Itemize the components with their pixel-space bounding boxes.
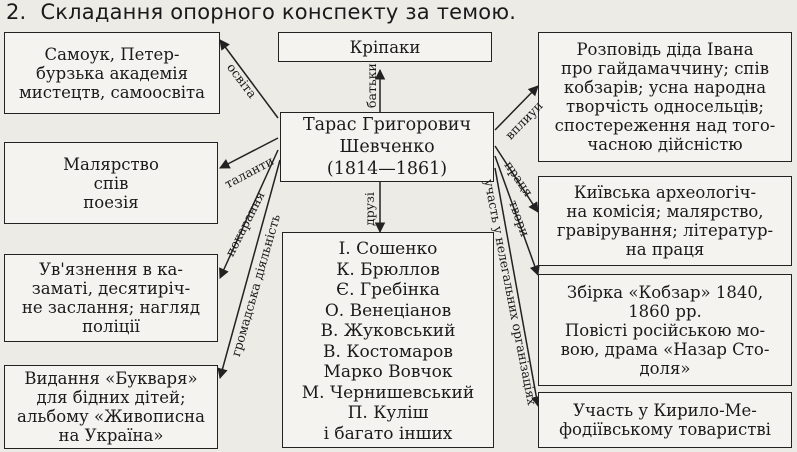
box-line: фодіївському товаристві — [559, 420, 771, 439]
box-line: мистецтв, самоосвіта — [18, 82, 206, 102]
box-line: О. Венеціанов — [324, 300, 452, 321]
arrow-uchast — [494, 167, 542, 408]
heading-number: 2. — [6, 0, 27, 24]
box-line: поезія — [83, 192, 139, 212]
arrow-pratsia — [494, 145, 539, 213]
box-line: Збірка «Кобзар» 1840, — [566, 282, 764, 302]
box-line: заматі, десятиріч- — [31, 279, 191, 298]
box-line: Шевченко — [339, 137, 435, 157]
box-line: і багато інших — [323, 423, 453, 444]
box-line: спостереження над того- — [554, 116, 776, 135]
heading-title: Складання опорного конспекту за темою. — [40, 0, 517, 24]
box-line: не заслання; нагляд — [21, 298, 201, 317]
box-line: Тарас Григорович — [302, 115, 472, 135]
box-right-work: Київська археологіч-на комісія; малярств… — [538, 176, 792, 266]
arrow-vplyvy — [494, 85, 539, 131]
box-line: (1814—1861) — [326, 159, 448, 179]
box-line: Повісті російською мо- — [564, 320, 766, 340]
box-line: кобзарів; усна народна — [563, 78, 767, 97]
box-line: Видання «Букваря» — [24, 369, 198, 388]
box-line: Самоук, Петер- — [44, 44, 180, 64]
box-line: спів — [93, 173, 129, 193]
box-line: Участь у Кирило-Ме- — [573, 401, 757, 420]
box-left-punishment: Ув'язнення в ка-заматі, десятиріч-не зас… — [4, 254, 218, 342]
box-line: про гайдамаччину; спів — [560, 59, 769, 78]
box-kripaky: Кріпаки — [278, 32, 492, 62]
box-left-activity: Видання «Букваря»для бідних дітей;альбом… — [4, 365, 218, 449]
box-line: П. Куліш — [347, 403, 429, 423]
label-druzi: друзі — [362, 192, 377, 226]
box-right-works: Збірка «Кобзар» 1840,1860 рр.Повісті рос… — [538, 274, 792, 386]
box-line: М. Чернишевський — [301, 382, 475, 403]
box-line: вою, драма «Назар Сто- — [560, 339, 770, 359]
arrow-osvita — [219, 39, 279, 119]
arrow-pokarannia — [219, 149, 279, 279]
arrow-tvory — [494, 155, 540, 276]
box-line: часною дійсністю — [587, 135, 743, 154]
box-line: гравірування; літератур- — [556, 221, 774, 240]
box-line: на праця — [625, 240, 705, 259]
box-line: В. Жуковський — [320, 321, 456, 341]
box-line: Кріпаки — [349, 37, 421, 57]
box-line: доля» — [639, 358, 691, 378]
box-line: на Україна» — [58, 426, 164, 445]
arrow-hromadska — [217, 159, 281, 380]
box-line: для бідних дітей; — [36, 388, 186, 407]
box-line: В. Костомаров — [323, 341, 453, 362]
box-line: Марко Вовчок — [323, 362, 453, 382]
box-line: Малярство — [63, 154, 159, 174]
box-line: Київська археологіч- — [573, 183, 757, 202]
box-line: І. Сошенко — [338, 239, 438, 259]
page-heading: 2. Складання опорного конспекту за темою. — [6, 0, 516, 24]
box-line: Розповідь діда Івана — [576, 40, 754, 59]
box-line: 1860 рр. — [628, 301, 702, 321]
box-line: Є. Гребінка — [336, 280, 440, 300]
box-line: на комісія; малярство, — [566, 202, 764, 221]
box-line: творчість односельців; — [566, 97, 764, 116]
box-line: альбому «Живописна — [17, 407, 205, 426]
box-line: бурзька академія — [35, 63, 188, 83]
box-line: К. Брюллов — [336, 259, 440, 280]
box-line: Ув'язнення в ка- — [39, 260, 183, 279]
box-line: поліції — [82, 317, 140, 336]
arrow-talanty — [219, 137, 279, 169]
label-batky: батьки — [364, 63, 379, 108]
box-right-society: Участь у Кирило-Ме-фодіївському товарист… — [538, 392, 792, 448]
